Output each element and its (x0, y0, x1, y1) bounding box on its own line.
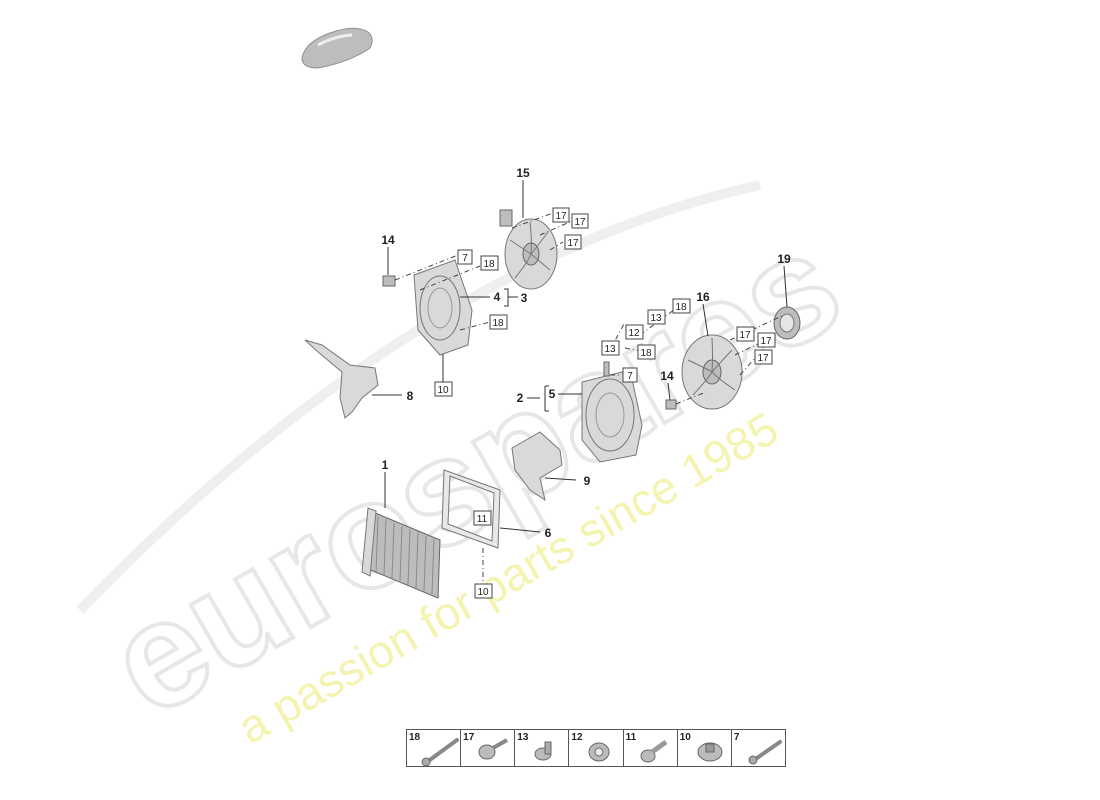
air-guide-9 (511, 431, 563, 502)
boxed-18-b: 18 (492, 318, 504, 329)
grommet-icon (588, 742, 610, 762)
callout-1: 1 (382, 458, 389, 472)
legend-item-11: 11 (624, 730, 678, 766)
legend-item-7: 7 (732, 730, 785, 766)
fan-shroud-upper (413, 259, 473, 356)
push-clip-icon (640, 739, 668, 763)
callout-9: 9 (584, 474, 591, 488)
screw-icon (748, 740, 782, 765)
long-bolt-icon (421, 738, 459, 766)
boxed-17-a: 17 (555, 211, 567, 222)
car-thumbnail-icon (301, 27, 373, 69)
boxed-17-e: 17 (760, 336, 772, 347)
watermark-brand: eurospares (82, 198, 866, 748)
radiator-1 (361, 507, 441, 599)
boxed-7-a: 7 (462, 253, 468, 264)
callout-16: 16 (696, 290, 710, 304)
fastener-legend: 18 17 13 12 11 10 (406, 729, 786, 767)
callout-4: 4 (494, 290, 501, 304)
legend-item-12: 12 (569, 730, 624, 766)
boxed-13-b: 13 (604, 344, 616, 355)
callout-5: 5 (549, 387, 556, 401)
boxed-17-b: 17 (574, 217, 586, 228)
boxed-7-b: 7 (627, 371, 633, 382)
watermark: eurospares a passion for parts since 198… (76, 180, 868, 754)
clip-14-upper (382, 275, 396, 287)
legend-number: 7 (733, 732, 740, 743)
boxed-17-d: 17 (739, 330, 751, 341)
legend-number: 18 (409, 732, 421, 743)
legend-item-10: 10 (678, 730, 732, 766)
callout-14-upper: 14 (381, 233, 395, 247)
boxed-17-c: 17 (567, 238, 579, 249)
legend-number: 10 (679, 732, 691, 743)
boxed-13-a: 13 (650, 313, 662, 324)
expansion-rivet-icon (534, 741, 552, 761)
boxed-10-a: 10 (437, 385, 449, 396)
bolt-lower (603, 361, 610, 377)
legend-number: 13 (517, 732, 529, 743)
boxed-18-c: 18 (675, 302, 687, 313)
mount-bracket-icon (697, 742, 723, 762)
legend-item-17: 17 (461, 730, 516, 766)
legend-item-13: 13 (515, 730, 570, 766)
frame-6 (441, 469, 501, 549)
legend-item-18: 18 (407, 730, 462, 766)
boxed-callouts: 17 17 17 7 18 18 10 18 13 12 13 18 7 17 … (434, 207, 776, 599)
boxed-12-a: 12 (628, 328, 640, 339)
callout-19: 19 (777, 252, 791, 266)
legend-number: 11 (625, 732, 637, 743)
leader-lines (372, 180, 788, 533)
fan-wheel-15 (499, 209, 558, 290)
fan-wheel-16 (681, 334, 743, 410)
legend-number: 17 (463, 732, 475, 743)
callout-15: 15 (516, 166, 530, 180)
callout-6: 6 (545, 526, 552, 540)
fan-motor-19 (773, 306, 801, 340)
boxed-10-b: 10 (477, 587, 489, 598)
callout-2: 2 (517, 391, 524, 405)
boxed-18-d: 18 (640, 348, 652, 359)
callout-3: 3 (521, 291, 528, 305)
clip-14-lower (665, 399, 677, 410)
flange-bolt-icon (478, 738, 509, 760)
boxed-18-a: 18 (483, 259, 495, 270)
legend-number: 12 (571, 732, 583, 743)
callout-8: 8 (407, 389, 414, 403)
fan-shroud-lower (581, 369, 643, 463)
callout-14-lower: 14 (660, 369, 674, 383)
boxed-11-a: 11 (477, 514, 488, 525)
boxed-17-f: 17 (757, 353, 769, 364)
air-guide-8 (304, 339, 379, 419)
